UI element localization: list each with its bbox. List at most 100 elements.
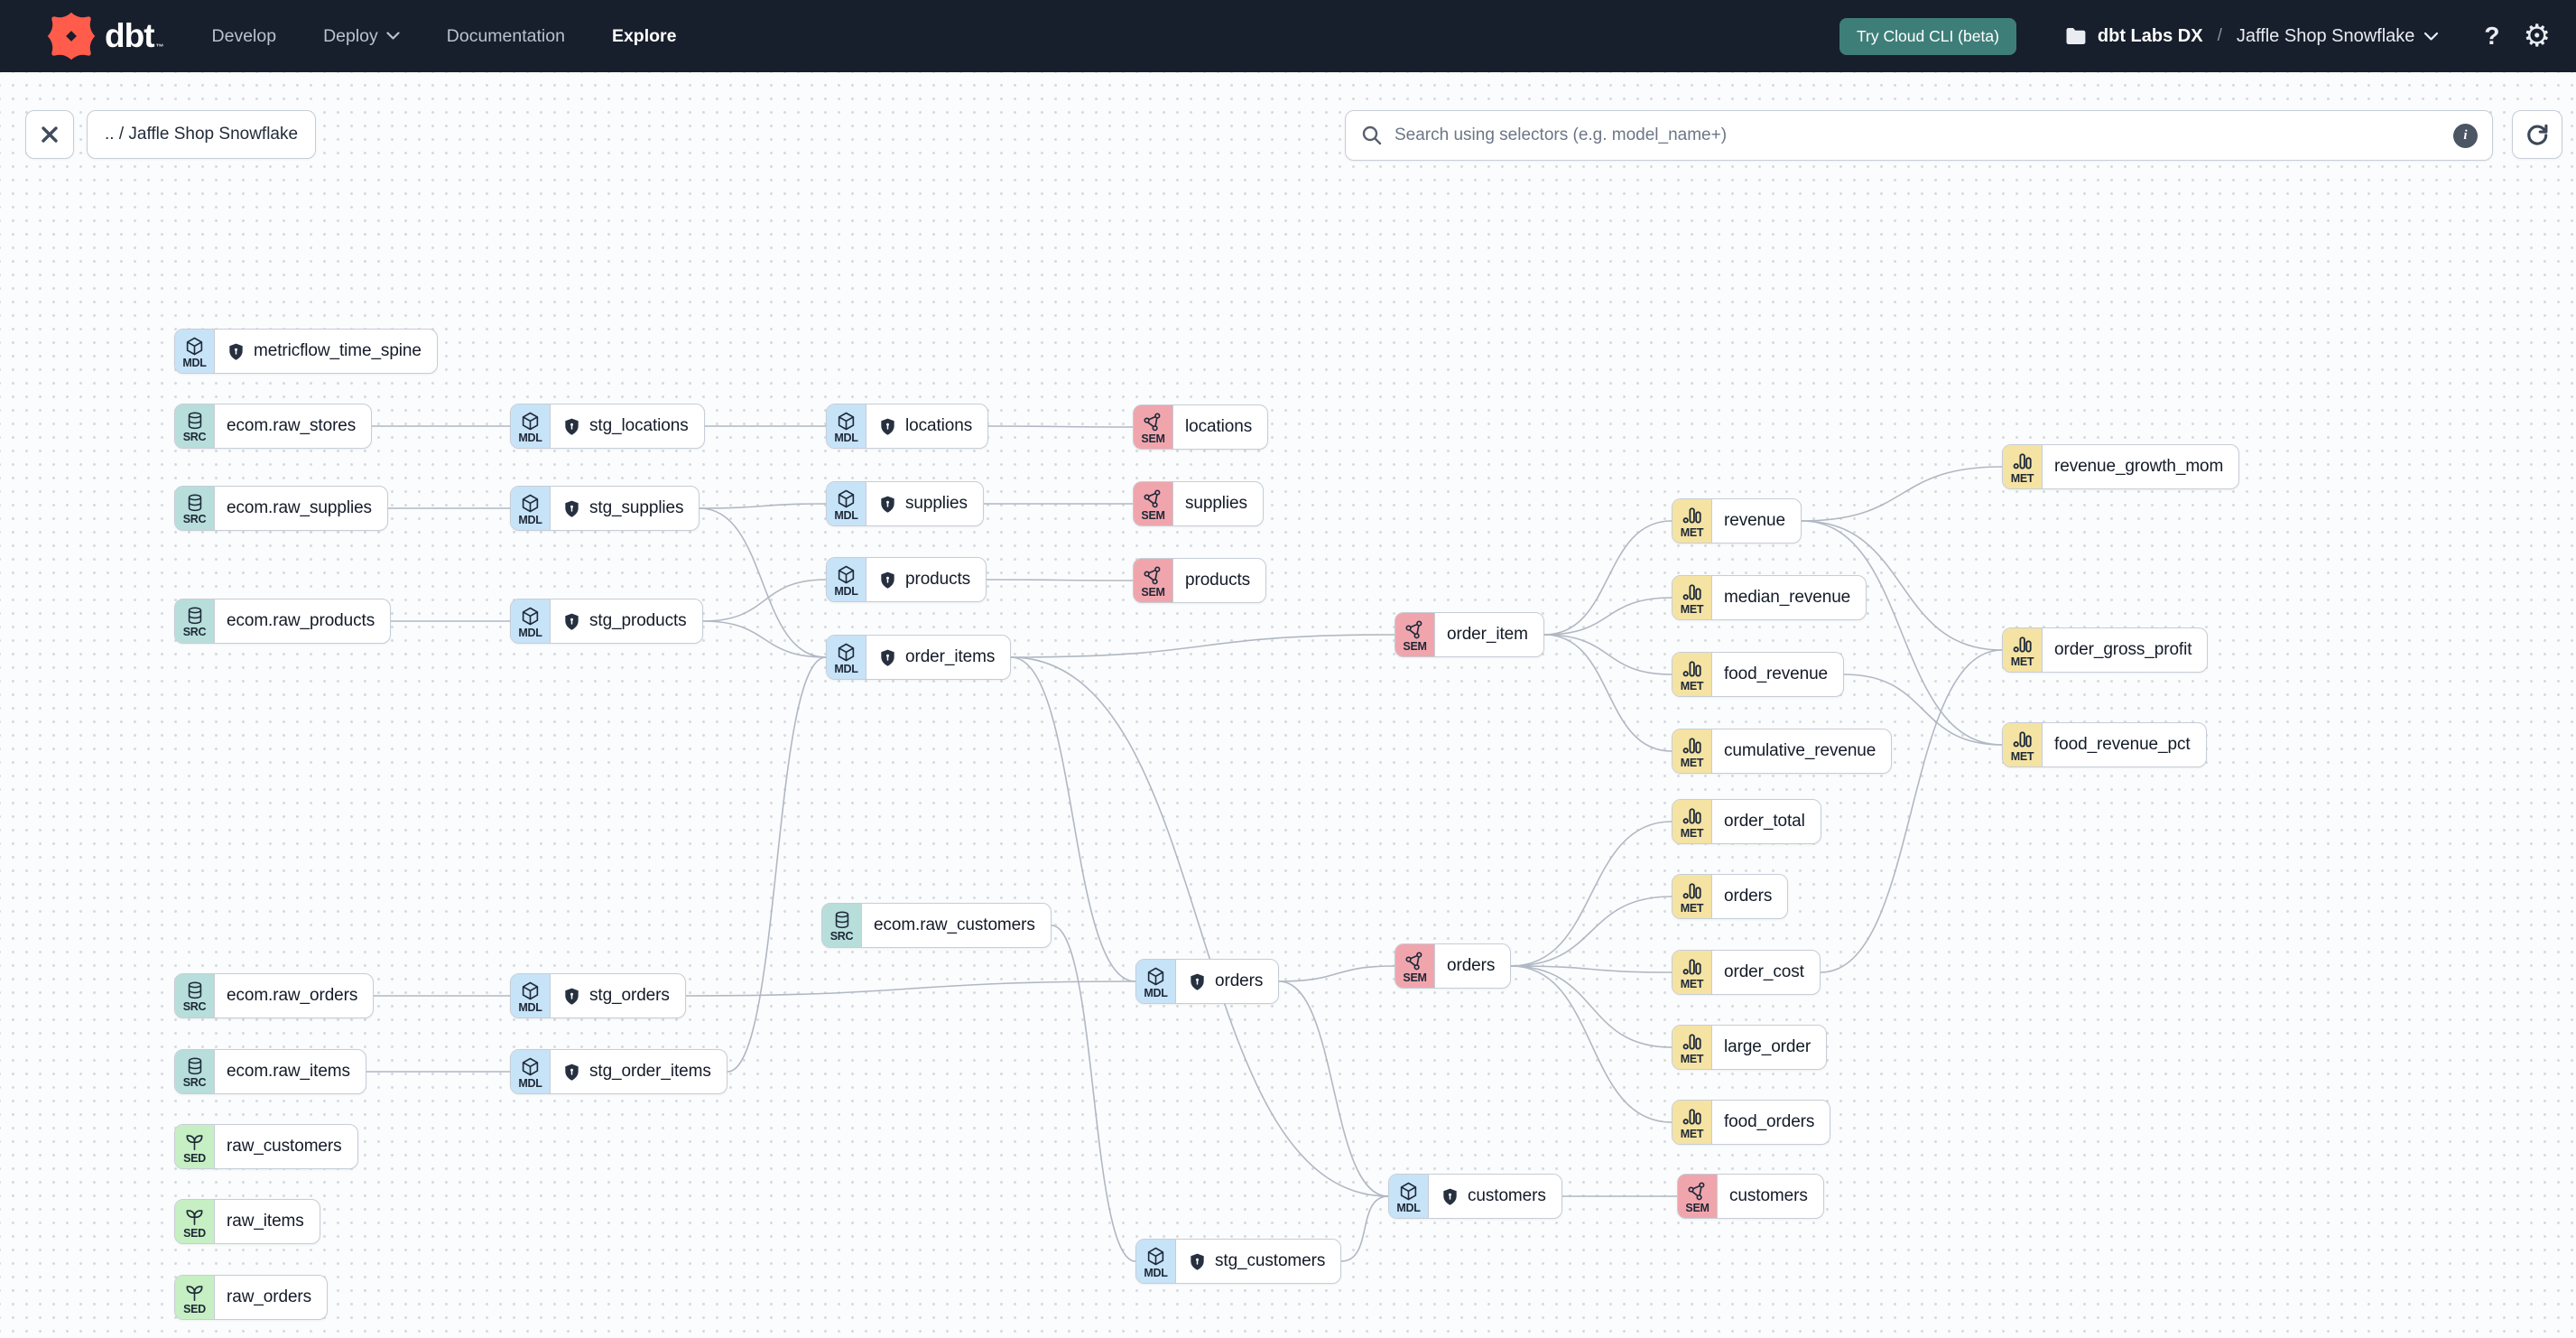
node-type-badge: MET [1673,1026,1712,1069]
graph-node-cumulative_revenue[interactable]: MET cumulative_revenue [1672,729,1893,774]
node-body: ecom.raw_stores [215,404,371,448]
shield-lock-icon [562,417,581,436]
node-type-label: MET [1680,901,1704,915]
lineage-edge-stg_order_items-to-order_items [727,656,827,1073]
nav-item-documentation[interactable]: Documentation [447,26,565,47]
lineage-edge-order_item_sem-to-food_revenue [1543,634,1673,675]
node-body: food_orders [1712,1101,1830,1144]
node-type-label: MET [1680,756,1704,769]
node-type-label: MET [1680,977,1704,990]
database-icon [185,411,205,431]
node-body: revenue_growth_mom [2043,445,2238,488]
breadcrumb[interactable]: .. / Jaffle Shop Snowflake [87,110,317,159]
node-type-badge: MDL [827,558,866,601]
node-type-badge: SEM [1134,405,1173,449]
lineage-edge-locations_mdl-to-locations_sem [987,425,1134,428]
nav-item-explore[interactable]: Explore [612,26,677,47]
lineage-edge-orders_mdl-to-customers_mdl [1278,980,1389,1197]
graph-node-products_mdl[interactable]: MDL products [826,557,987,602]
cube-icon [836,411,857,432]
nav-item-deploy[interactable]: Deploy [323,26,400,47]
lineage-canvas[interactable] [0,72,2576,1338]
seedling-icon [184,1206,205,1227]
node-label: customers [1729,1186,1808,1205]
bar-chart-icon [1682,806,1702,827]
lineage-edge-orders_sem-to-food_orders [1510,965,1673,1123]
node-type-badge: SRC [175,599,215,643]
node-label: products [905,570,971,589]
node-label: ecom.raw_customers [874,915,1035,934]
node-type-badge: SEM [1395,944,1435,988]
lineage-edge-revenue-to-food_revenue_pct [1801,520,2003,746]
node-type-label: MDL [1144,986,1168,999]
navbar-right: Try Cloud CLI (beta) dbt Labs DX / Jaffl… [1839,17,2551,55]
nav-item-develop[interactable]: Develop [212,26,277,47]
node-type-badge: MDL [511,487,551,530]
node-body: raw_items [215,1200,320,1243]
close-lineage-button[interactable] [25,110,74,159]
node-body: ecom.raw_customers [862,904,1051,947]
project-picker[interactable]: dbt Labs DX / Jaffle Shop Snowflake [2065,26,2440,47]
project-name[interactable]: Jaffle Shop Snowflake [2237,26,2440,47]
bar-chart-icon [1682,582,1702,603]
gear-icon[interactable]: ⚙ [2523,19,2551,53]
try-cloud-cli-button[interactable]: Try Cloud CLI (beta) [1839,17,2016,55]
lineage-edge-stg_orders-to-orders_mdl [685,980,1136,997]
node-type-badge: MDL [827,404,866,448]
node-type-badge: MET [2003,445,2043,488]
node-type-label: MET [1680,679,1704,692]
refresh-button[interactable] [2512,110,2562,159]
info-icon[interactable]: i [2453,123,2478,148]
dbt-brand[interactable]: dbt [45,10,162,62]
help-icon[interactable]: ? [2484,22,2500,50]
node-body: locations [866,404,987,448]
search-input[interactable] [1395,125,2453,145]
node-body: cumulative_revenue [1712,729,1891,773]
nav-item-label: Explore [611,25,677,46]
shield-lock-icon [878,571,897,590]
node-type-label: SEM [1403,971,1427,984]
network-triangle-icon [1143,488,1163,509]
seedling-icon [184,1282,205,1303]
cube-icon [520,493,541,514]
node-body: median_revenue [1712,576,1866,619]
